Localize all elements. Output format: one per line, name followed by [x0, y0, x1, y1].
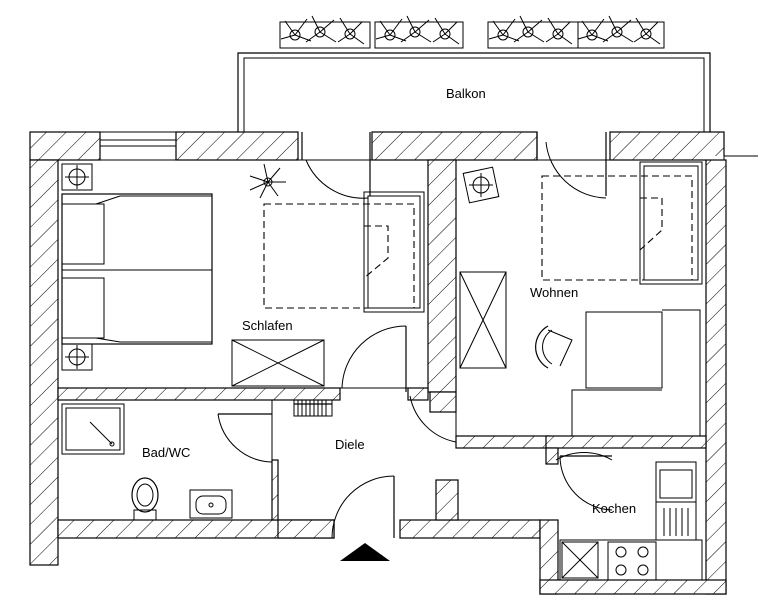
- doors: [217, 132, 613, 539]
- double-bed: [61, 193, 213, 345]
- room-label-kochen: Kochen: [592, 501, 636, 516]
- radiator: [293, 399, 333, 417]
- plant-box-icon: [279, 15, 371, 49]
- kitchen-counter: [559, 539, 703, 581]
- interior-walls: [57, 159, 707, 539]
- shower-icon: [61, 403, 125, 455]
- sofa-bed: [263, 191, 425, 313]
- balcony: [237, 52, 711, 132]
- cabinet-icon: [561, 541, 599, 579]
- entrance-arrow-icon: [340, 543, 390, 561]
- toilet-icon: [131, 477, 159, 521]
- fridge-icon: [655, 461, 697, 503]
- nightstand-lamp-icon: [61, 343, 93, 371]
- room-label-wohnen: Wohnen: [530, 285, 578, 300]
- plant-box-icon: [577, 15, 665, 49]
- dresser: [231, 339, 325, 387]
- corner-sofa: [571, 309, 701, 437]
- room-label-balkon: Balkon: [446, 86, 486, 101]
- balcony-plants: [279, 15, 665, 49]
- armchair-icon: [535, 325, 573, 369]
- sofa-bed-wohnen: [541, 161, 703, 285]
- plant-box-icon: [374, 15, 464, 49]
- room-outlines: [57, 159, 707, 521]
- bookshelf: [459, 271, 507, 369]
- counter-drainer: [655, 501, 697, 541]
- plant-icon: [249, 163, 286, 199]
- plant-box-icon: [487, 15, 579, 49]
- room-label-bad-wc: Bad/WC: [142, 445, 190, 460]
- stove-icon: [607, 541, 657, 581]
- washbasin-icon: [189, 489, 233, 519]
- room-label-diele: Diele: [335, 437, 365, 452]
- nightstand-lamp-icon: [61, 163, 93, 191]
- room-label-schlafen: Schlafen: [242, 318, 293, 333]
- floor-lamp-icon: [462, 166, 500, 204]
